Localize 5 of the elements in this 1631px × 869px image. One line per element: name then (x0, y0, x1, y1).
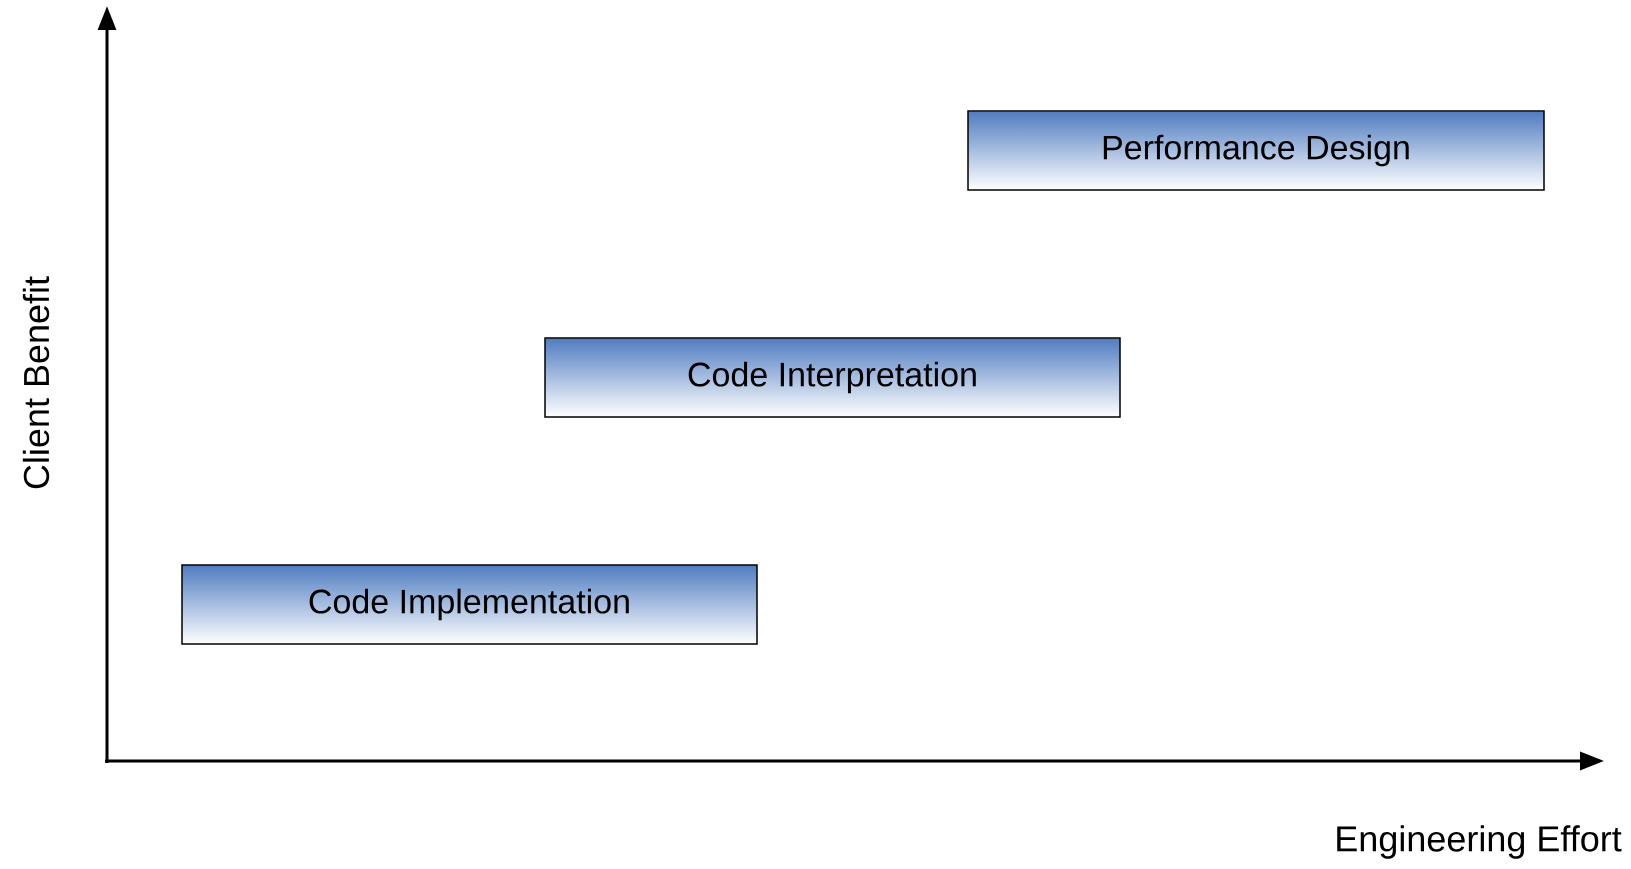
axis-label: Engineering Effort (1337, 825, 1622, 859)
process-box: Code Interpretation (544, 337, 1121, 418)
process-box: Performance Design (967, 110, 1545, 191)
process-box: Code Implementation (181, 564, 758, 645)
axis-label: Client Benefit (22, 276, 50, 489)
